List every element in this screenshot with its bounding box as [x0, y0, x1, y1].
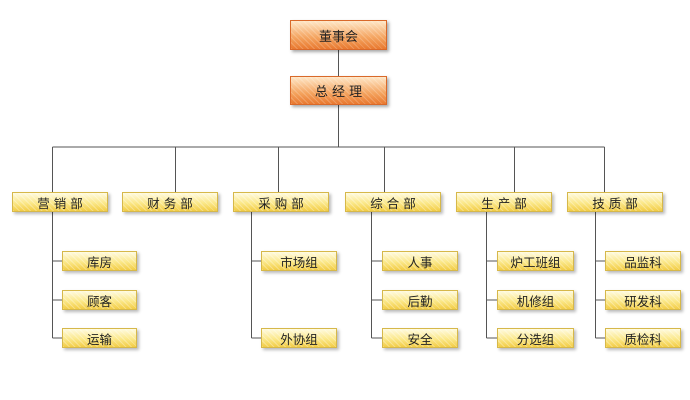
sub-box-research: 研发科: [605, 290, 681, 310]
dept-box-tech-quality: 技 质 部: [567, 192, 663, 212]
sub-box-market-group: 市场组: [261, 251, 337, 271]
sub-box-outsourcing-group: 外协组: [261, 328, 337, 348]
sub-label: 机修组: [516, 293, 555, 309]
dept-box-finance: 财 务 部: [122, 192, 218, 212]
sub-label: 后勤: [407, 293, 433, 309]
dept-label: 采 购 部: [258, 195, 304, 211]
sub-box-logistics: 后勤: [382, 290, 458, 310]
dept-label: 综 合 部: [370, 195, 416, 211]
dept-box-purchasing: 采 购 部: [233, 192, 329, 212]
sub-box-maintenance-group: 机修组: [497, 290, 574, 310]
dept-label: 营 销 部: [37, 195, 83, 211]
general-manager-label: 总 经 理: [314, 85, 363, 100]
sub-box-quality-inspection: 质检科: [605, 328, 681, 348]
dept-label: 生 产 部: [481, 195, 527, 211]
sub-label: 运输: [86, 331, 112, 347]
dept-box-production: 生 产 部: [456, 192, 552, 212]
sub-label: 顾客: [86, 293, 112, 309]
sub-box-personnel: 人事: [382, 251, 458, 271]
sub-label: 市场组: [280, 254, 318, 270]
sub-label: 库房: [86, 254, 112, 270]
sub-box-furnace-team: 炉工班组: [497, 251, 574, 271]
dept-label: 财 务 部: [147, 195, 193, 211]
sub-label: 安全: [407, 331, 433, 347]
sub-label: 人事: [407, 254, 433, 270]
dept-box-general-affairs: 综 合 部: [345, 192, 441, 212]
sub-label: 质检科: [624, 331, 662, 347]
sub-label: 炉工班组: [510, 254, 561, 270]
sub-box-customers: 顾客: [62, 290, 137, 310]
sub-label: 外协组: [280, 331, 318, 347]
dept-label: 技 质 部: [592, 195, 638, 211]
sub-box-transport: 运输: [62, 328, 137, 348]
board-box: 董事会: [290, 20, 387, 50]
dept-box-marketing: 营 销 部: [12, 192, 108, 212]
sub-box-sorting-group: 分选组: [497, 328, 574, 348]
general-manager-box: 总 经 理: [290, 76, 387, 105]
sub-label: 研发科: [624, 293, 662, 309]
sub-label: 品监科: [624, 254, 662, 270]
board-label: 董事会: [318, 29, 358, 45]
sub-label: 分选组: [516, 331, 555, 347]
sub-box-safety: 安全: [382, 328, 458, 348]
sub-box-storehouse: 库房: [62, 251, 137, 271]
sub-box-quality-monitoring: 品监科: [605, 251, 681, 271]
